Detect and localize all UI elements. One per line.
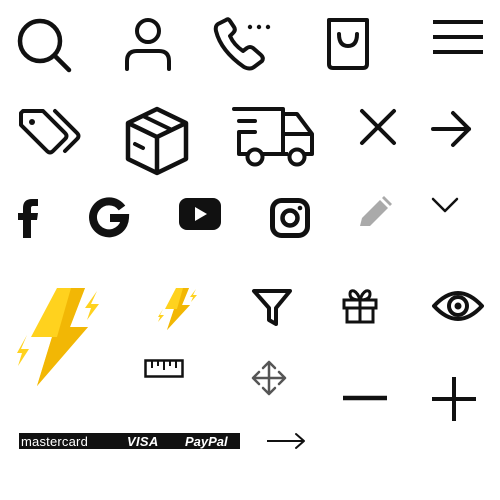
facebook-icon[interactable] (16, 198, 40, 238)
tags-icon[interactable] (17, 107, 81, 155)
minus-icon[interactable] (342, 395, 388, 401)
instagram-icon[interactable] (270, 198, 310, 238)
long-arrow-right-icon[interactable] (266, 432, 306, 450)
close-icon[interactable] (359, 108, 397, 146)
plus-icon[interactable] (431, 376, 477, 422)
pencil-icon[interactable] (358, 196, 392, 228)
user-icon[interactable] (123, 17, 173, 71)
shopping-bag-icon[interactable] (323, 17, 373, 71)
ruler-icon (144, 359, 184, 378)
eye-icon[interactable] (431, 288, 485, 324)
google-icon[interactable] (88, 197, 130, 239)
hamburger-menu-icon[interactable] (431, 19, 485, 55)
phone-calling-icon[interactable] (213, 17, 272, 71)
move-arrows-icon[interactable] (251, 360, 287, 396)
lightning-small-icon (158, 287, 200, 331)
chevron-down-icon[interactable] (431, 197, 459, 213)
visa-logo: VISA (127, 433, 159, 449)
gift-icon[interactable] (342, 288, 378, 324)
youtube-icon[interactable] (179, 198, 221, 230)
lightning-large-icon (17, 287, 105, 387)
payment-methods-strip: mastercard VISA PayPal (19, 433, 240, 449)
paypal-logo: PayPal (185, 433, 228, 449)
mastercard-logo: mastercard (21, 433, 89, 449)
package-box-icon[interactable] (124, 106, 190, 176)
search-icon[interactable] (16, 17, 72, 73)
arrow-right-icon[interactable] (431, 110, 473, 148)
delivery-truck-icon[interactable] (232, 106, 315, 168)
filter-icon[interactable] (251, 288, 293, 328)
